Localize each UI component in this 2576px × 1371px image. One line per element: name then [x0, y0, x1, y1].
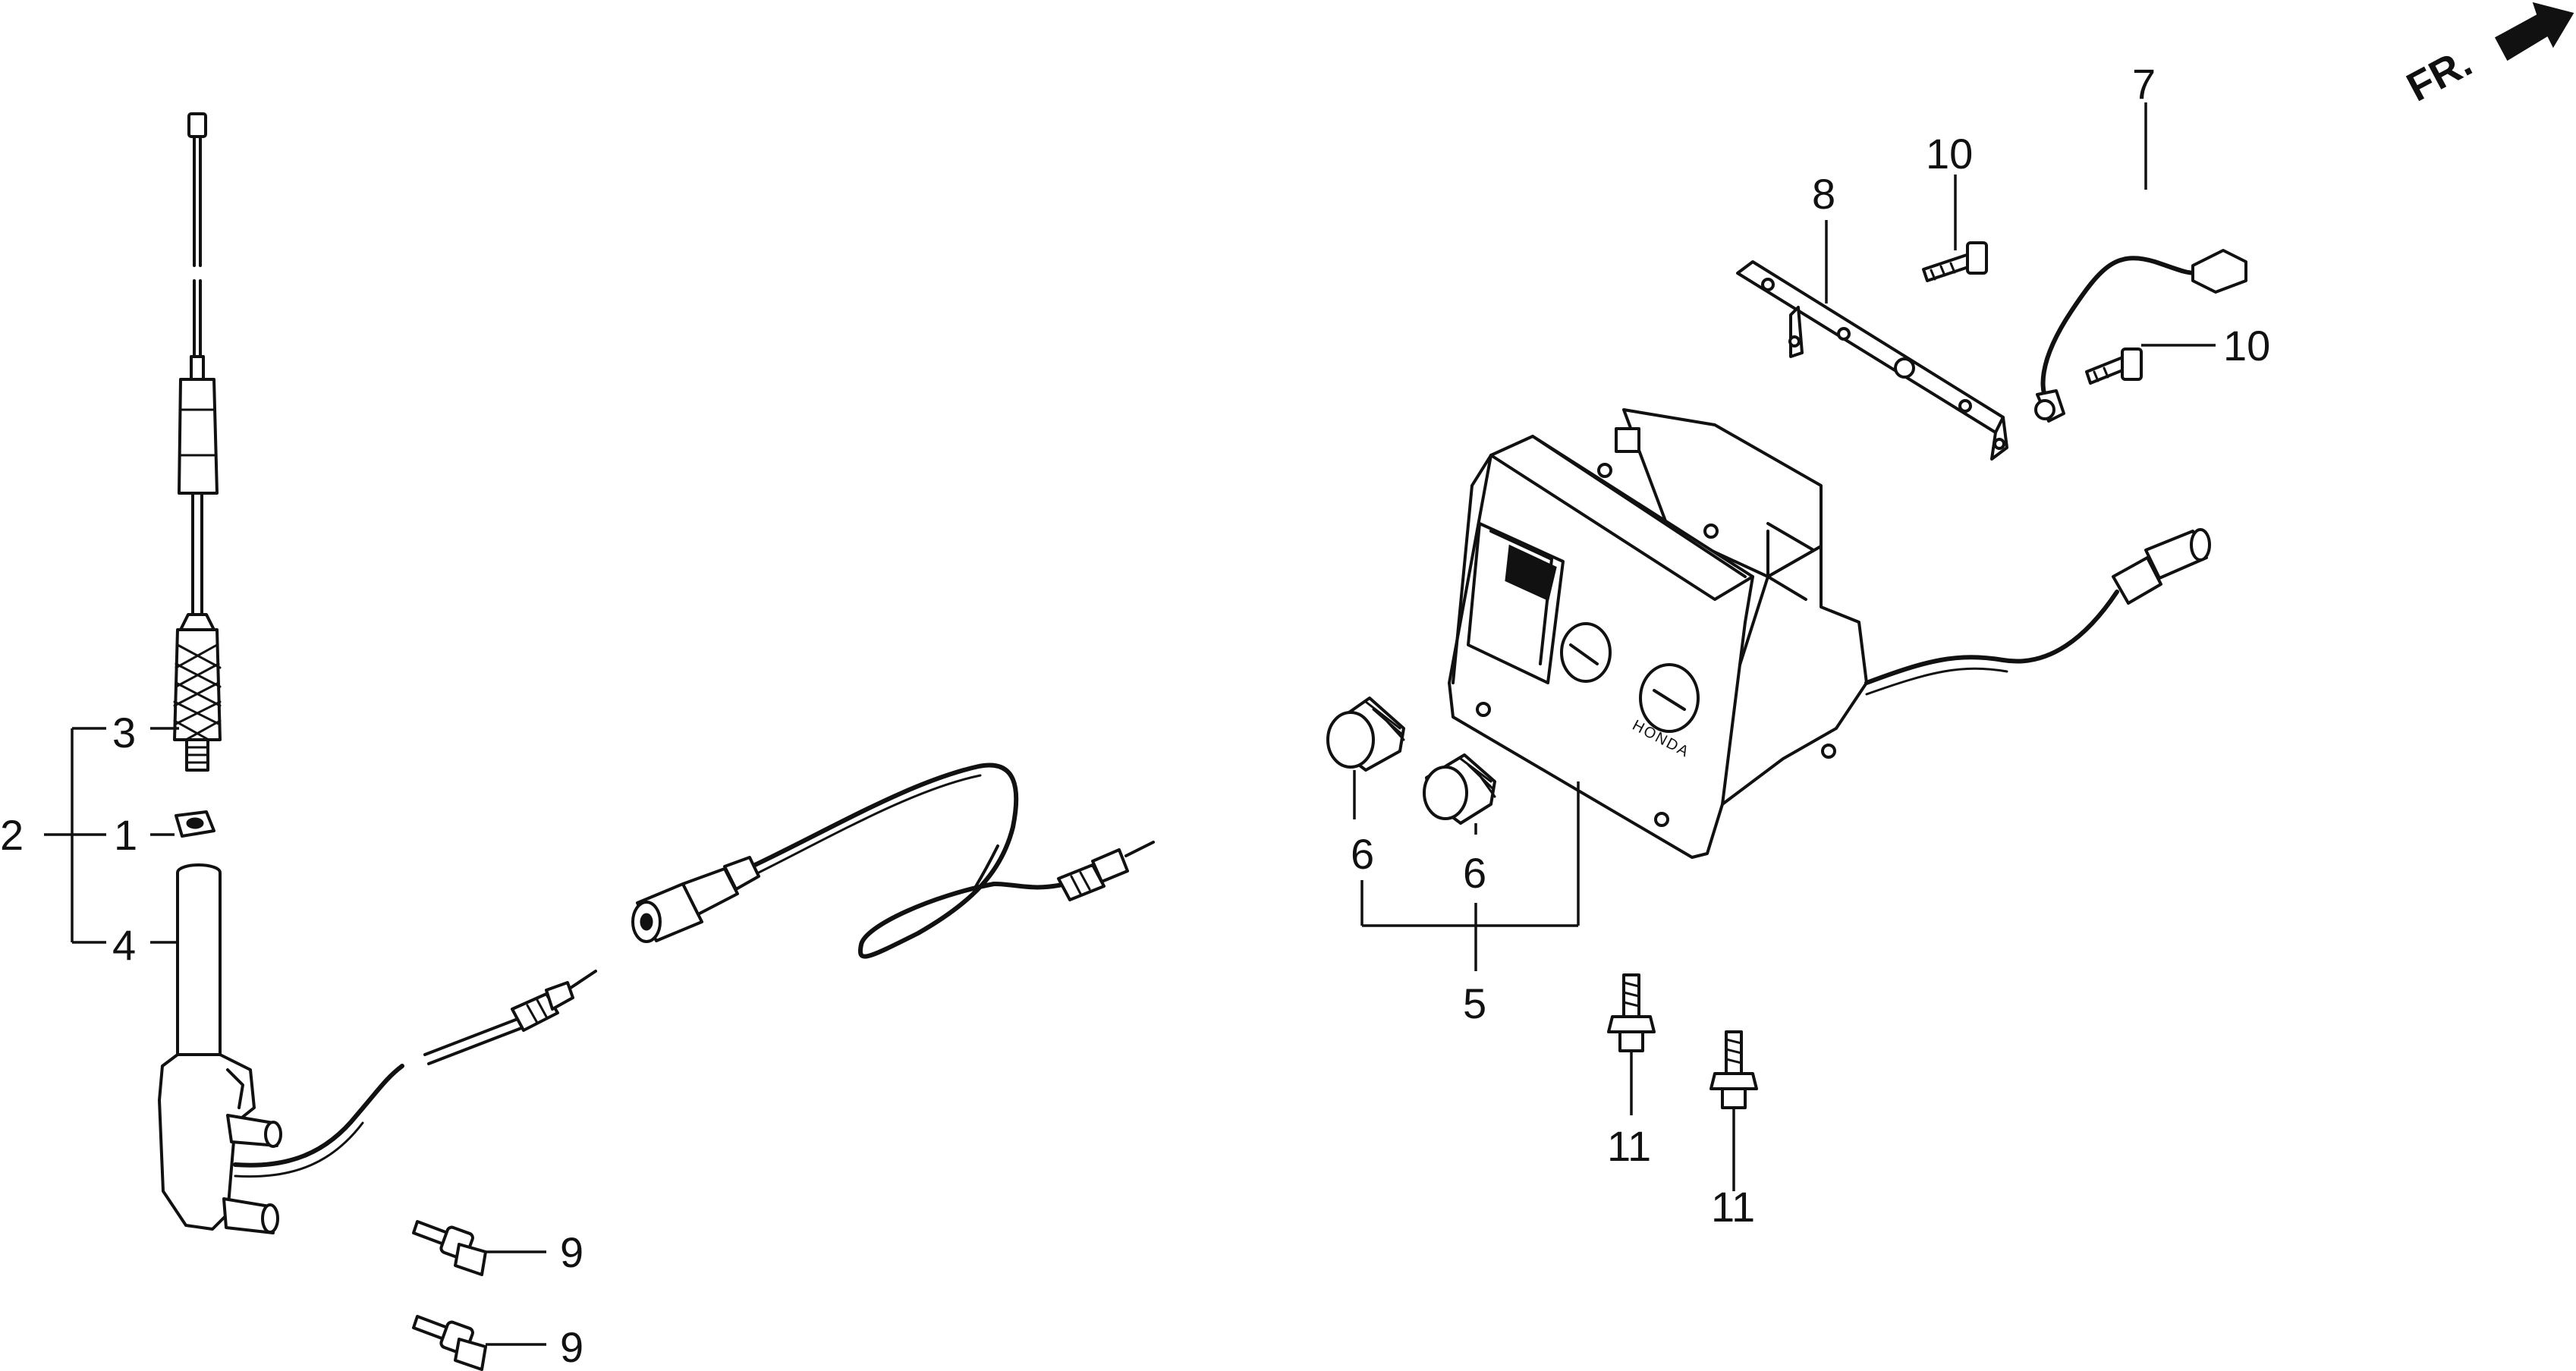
callout-8: 8: [1812, 170, 1835, 218]
callout-6-left: 6: [1351, 830, 1374, 878]
callout-numbers: 3 2 1 4 6 6 5 7 8 10 10 9 9 11 11: [0, 60, 2270, 1371]
radio-unit: HONDA: [1448, 408, 2211, 859]
ground-wire: [2034, 249, 2247, 423]
mounting-bracket: [1736, 260, 2008, 461]
antenna-extension-cable: [631, 763, 1155, 959]
antenna-mast: [173, 112, 222, 772]
callout-11-left: 11: [1607, 1122, 1651, 1170]
callout-11-right: 11: [1711, 1183, 1755, 1231]
radio-mount-bolts: [1607, 973, 1758, 1109]
antenna-base: [158, 863, 597, 1234]
knob-right: [1423, 753, 1496, 825]
callout-2: 2: [0, 811, 24, 859]
bolt-9-lower: [412, 1315, 487, 1371]
callout-4: 4: [112, 921, 136, 969]
knob-left: [1326, 697, 1405, 772]
callout-9-lower: 9: [560, 1323, 583, 1371]
bracket-screws: [1922, 241, 2143, 385]
callout-9-upper: 9: [560, 1228, 583, 1276]
callout-1: 1: [114, 811, 137, 859]
front-direction-indicator: FR.: [2399, 2, 2574, 111]
bolt-11-left: [1607, 973, 1656, 1052]
callout-10-lower: 10: [2223, 322, 2270, 369]
bolt-9-upper: [412, 1220, 487, 1276]
front-direction-arrow-icon: [2494, 2, 2574, 61]
callout-5: 5: [1463, 980, 1486, 1027]
callout-6-right: 6: [1463, 849, 1486, 897]
screw-10-lower: [2085, 347, 2143, 385]
antenna-base-bolts: [412, 1220, 487, 1371]
callout-10-upper: 10: [1926, 130, 1973, 178]
control-knobs: [1326, 697, 1496, 825]
bolt-11-right: [1709, 1030, 1758, 1109]
antenna-nut: [175, 810, 215, 838]
screw-10-upper: [1922, 241, 1988, 282]
callout-3: 3: [112, 709, 136, 756]
leader-lines: [44, 102, 2216, 1346]
callout-7: 7: [2132, 60, 2156, 108]
front-direction-label: FR.: [2399, 39, 2479, 111]
